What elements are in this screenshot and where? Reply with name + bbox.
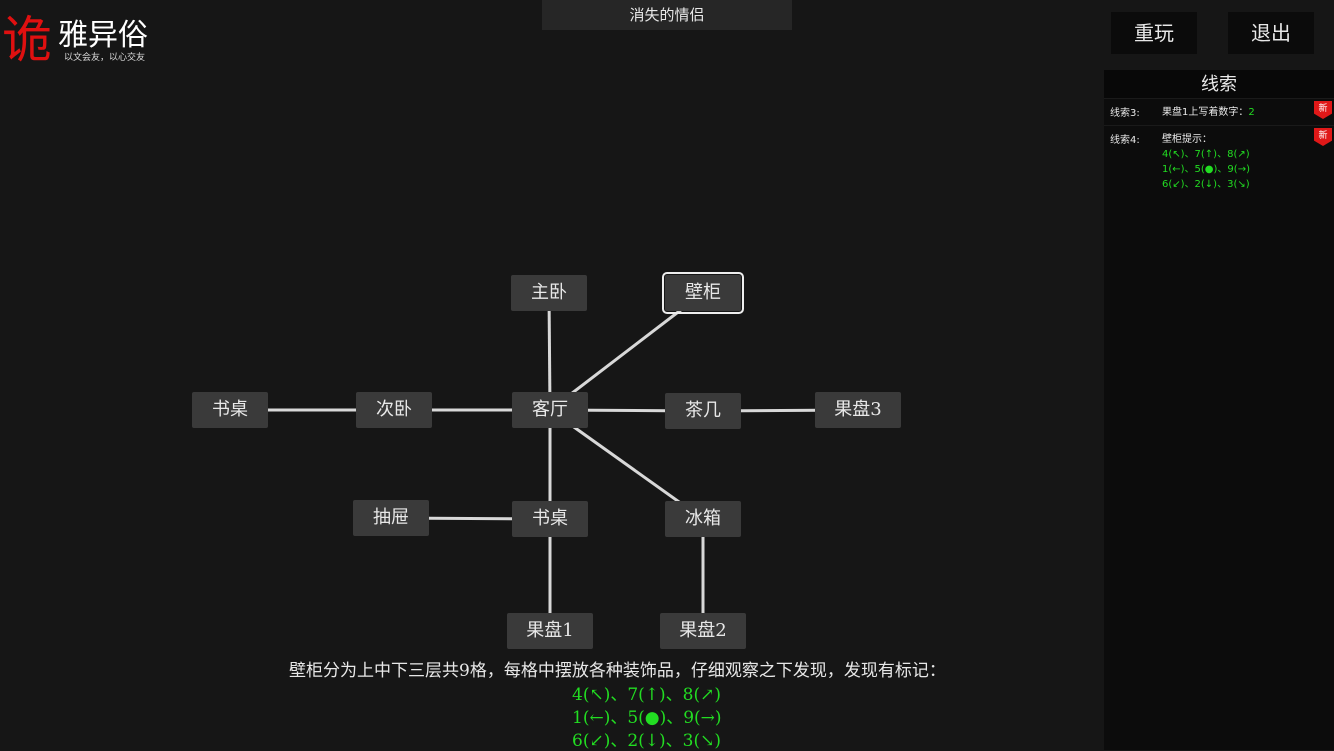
description-text: 壁柜分为上中下三层共9格，每格中摆放各种装饰品，仔细观察之下发现，发现有标记： [289,661,946,681]
hint-line: 1(←)、5(●)、9(→) [572,708,722,728]
new-badge: 新 [1314,101,1332,119]
clue-text: 壁柜提示： [1162,134,1212,145]
clue-line: 1(←)、5(●)、9(→) [1162,164,1250,175]
edge-zhuwo-keting [547,292,552,411]
clue-value: 2 [1248,107,1255,118]
game-logo: 诡 雅异俗 以文会友，以心交友 [2,0,162,69]
map-node-zhuwo[interactable]: 主卧 [511,275,587,311]
hint-line: 6(↙)、2(↓)、3(↘) [572,731,721,751]
logo-text: 雅异俗 [58,18,148,53]
replay-button[interactable]: 重玩 [1111,12,1197,54]
edge-keting-bingxiang [549,408,704,521]
map-node-chouti[interactable]: 抽屉 [353,500,429,536]
map-node-guopan2[interactable]: 果盘2 [660,613,746,649]
clues-panel: 线索 线索3: 果盘1上写着数字：2 新 线索4: 壁柜提示： 4(↖)、7(↑… [1104,70,1334,750]
chapter-title: 消失的情侣 [542,0,792,30]
clue-item[interactable]: 线索3: 果盘1上写着数字：2 新 [1104,98,1334,125]
logo-char: 诡 [2,11,52,69]
map-node-chaji[interactable]: 茶几 [665,393,741,429]
map-node-guopan3[interactable]: 果盘3 [815,392,901,428]
map-node-guopan1[interactable]: 果盘1 [507,613,593,649]
edge-bigui-keting [549,291,704,412]
map-node-bingxiang[interactable]: 冰箱 [665,501,741,537]
clue-label: 线索3: [1110,108,1140,119]
clues-heading: 线索 [1104,70,1334,98]
map-node-ciwo[interactable]: 次卧 [356,392,432,428]
logo-subtitle: 以文会友，以心交友 [64,53,146,63]
map-node-shuzhuo2[interactable]: 书桌 [512,501,588,537]
exit-button[interactable]: 退出 [1228,12,1314,54]
clue-text: 果盘1上写着数字： [1162,107,1249,118]
hint-line: 4(↖)、7(↑)、8(↗) [572,685,721,705]
map-node-shuzhuo1[interactable]: 书桌 [192,392,268,428]
map-node-bigui[interactable]: 壁柜 [662,272,744,314]
clue-line: 6(↙)、2(↓)、3(↘) [1162,179,1250,190]
clue-line: 4(↖)、7(↑)、8(↗) [1162,149,1250,160]
clue-label: 线索4: [1110,135,1140,146]
new-badge: 新 [1314,128,1332,146]
clue-item[interactable]: 线索4: 壁柜提示： 4(↖)、7(↑)、8(↗) 1(←)、5(●)、9(→)… [1104,125,1334,194]
map-node-keting[interactable]: 客厅 [512,392,588,428]
